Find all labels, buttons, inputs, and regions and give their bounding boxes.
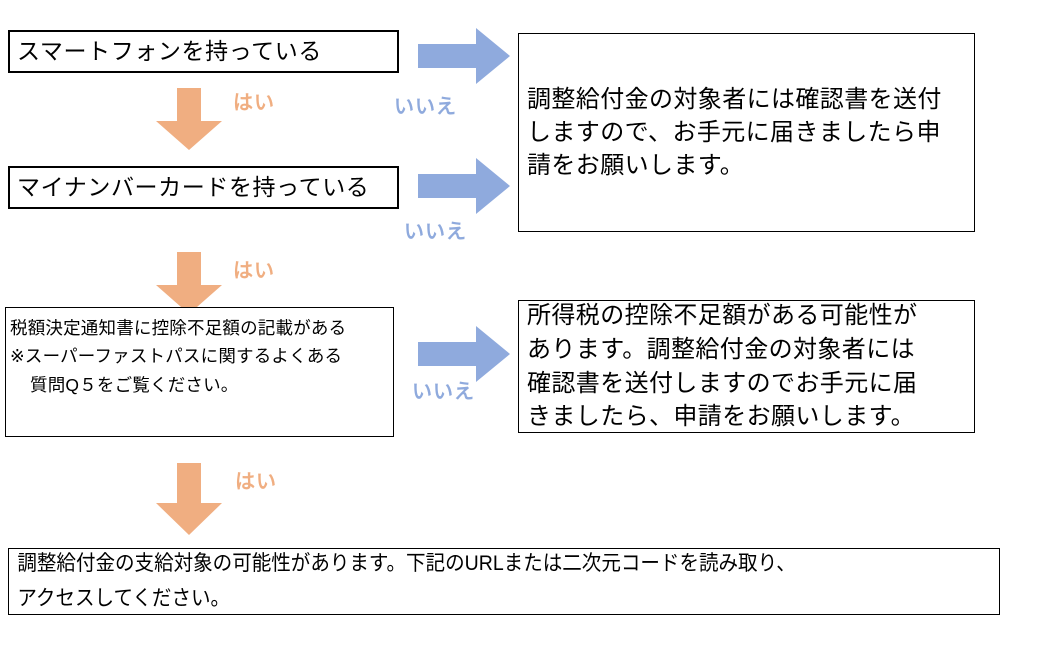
yes-arrow-2-icon	[156, 252, 222, 314]
result-box-income-tax-shortfall-body: 所得税の控除不足額がある可能性が あります。調整給付金の対象者には 確認書を送付…	[519, 299, 923, 433]
yes-arrow-3-icon	[156, 463, 222, 535]
result-line-1: 調整給付金の対象者には確認書を送付	[527, 85, 942, 113]
result-box-income-tax-shortfall: 所得税の控除不足額がある可能性が あります。調整給付金の対象者には 確認書を送付…	[518, 300, 975, 433]
yes-label-3: はい	[235, 471, 277, 493]
result-box-final-eligibility-body: 調整給付金の支給対象の可能性があります。下記のURLまたは二次元コードを読み取り…	[9, 547, 861, 615]
question-box-smartphone: スマートフォンを持っている	[8, 30, 399, 73]
no-label-2: いいえ	[404, 221, 467, 243]
question-box-mynumber-card-text: マイナンバーカードを持っている	[17, 174, 370, 201]
result-line-2: しますので、お手元に届きましたら申	[527, 118, 941, 146]
final-line-1: 調整給付金の支給対象の可能性があります。下記のURLまたは二次元コードを読み取り…	[17, 552, 796, 576]
question-box-smartphone-text: スマートフォンを持っている	[17, 38, 322, 65]
result2-line-1: 所得税の控除不足額がある可能性が	[527, 302, 918, 330]
result-box-confirmation-notice: 調整給付金の対象者には確認書を送付 しますので、お手元に届きましたら申 請をお願…	[518, 33, 975, 232]
final-line-2: アクセスしてください。	[17, 586, 231, 610]
question-box-mynumber-card: マイナンバーカードを持っている	[8, 166, 399, 209]
question-box-tax-notice-line-2: ※スーパーファストパスに関するよくある	[10, 346, 343, 367]
question-box-tax-notice: 税額決定通知書に控除不足額の記載がある ※スーパーファストパスに関するよくある …	[5, 307, 394, 437]
result2-line-3: 確認書を送付しますのでお手元に届	[527, 369, 918, 397]
result-line-3: 請をお願いします。	[527, 152, 745, 180]
no-label-3: いいえ	[412, 381, 475, 403]
result-box-confirmation-notice-body: 調整給付金の対象者には確認書を送付 しますので、お手元に届きましたら申 請をお願…	[519, 83, 948, 182]
question-box-tax-notice-line-1: 税額決定通知書に控除不足額の記載がある	[10, 318, 347, 338]
result-box-final-eligibility: 調整給付金の支給対象の可能性があります。下記のURLまたは二次元コードを読み取り…	[8, 548, 1000, 615]
no-arrow-3-icon	[418, 326, 510, 382]
result2-line-4: きましたら、申請をお願いします。	[527, 403, 915, 431]
result2-line-2: あります。調整給付金の対象者には	[527, 335, 915, 363]
no-label-1: いいえ	[394, 96, 457, 118]
question-box-tax-notice-line-3: 質問Q５をご覧ください。	[30, 374, 239, 395]
no-arrow-2-icon	[418, 158, 510, 214]
yes-label-2: はい	[233, 260, 275, 282]
yes-label-1: はい	[233, 92, 275, 114]
no-arrow-1-icon	[418, 28, 510, 84]
yes-arrow-1-icon	[156, 88, 222, 150]
